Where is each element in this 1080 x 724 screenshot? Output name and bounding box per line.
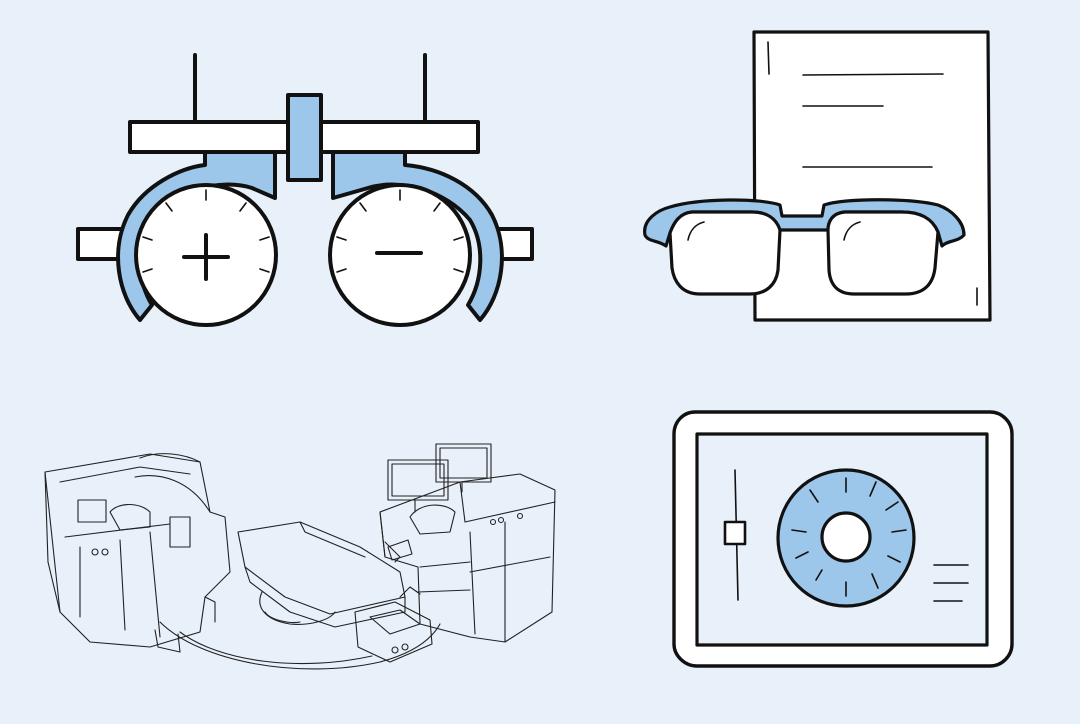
glasses-prescription-icon [540,0,1080,362]
trial-frame-icon [0,0,540,362]
eye-scan-tablet-icon [600,362,1080,724]
laser-surgery-system-icon [0,362,600,724]
